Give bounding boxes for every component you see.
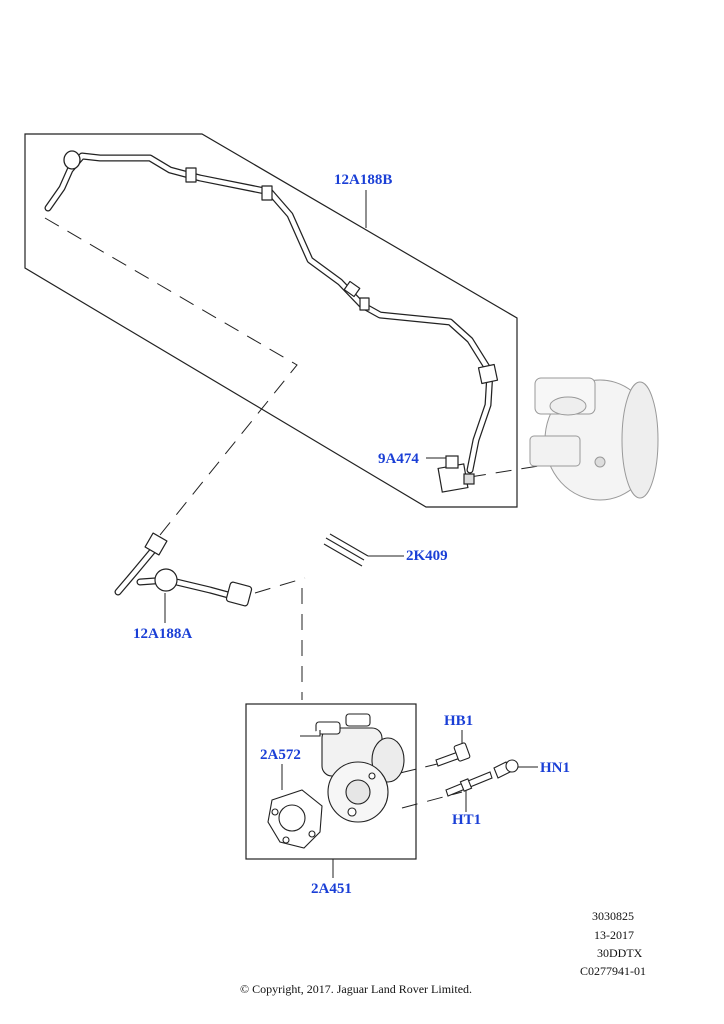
vacuum-pump-2A451 — [300, 713, 405, 823]
bolt-HB1 — [435, 742, 471, 767]
leader-lines — [164, 190, 538, 878]
callout-HB1[interactable]: HB1 — [444, 713, 474, 729]
callout-HN1[interactable]: HN1 — [540, 760, 570, 776]
callout-12A188A[interactable]: 12A188A — [133, 626, 193, 642]
callout-HT1[interactable]: HT1 — [452, 812, 482, 828]
reference-line-1: 3030825 — [592, 909, 634, 923]
hose-clip-2K409 — [323, 533, 369, 567]
vacuum-hose-12A188B — [44, 150, 499, 474]
stud-HT1 — [445, 771, 493, 797]
reference-line-2: 13-2017 — [594, 928, 634, 942]
callout-2K409[interactable]: 2K409 — [406, 548, 448, 564]
vacuum-hose-12A188A — [114, 532, 253, 607]
callout-2A451[interactable]: 2A451 — [311, 881, 352, 897]
callout-2A572[interactable]: 2A572 — [260, 747, 301, 763]
reference-line-4: C0277941-01 — [580, 964, 646, 978]
callout-9A474[interactable]: 9A474 — [378, 451, 419, 467]
upper-assembly-outline — [24, 133, 518, 508]
gasket-2A572 — [267, 789, 323, 849]
callout-12A188B[interactable]: 12A188B — [334, 172, 393, 188]
vacuum-sensor-9A474 — [437, 455, 475, 493]
nut-HN1 — [493, 759, 519, 779]
copyright-notice: © Copyright, 2017. Jaguar Land Rover Lim… — [239, 982, 473, 996]
vacuum-pump-assembly-box — [245, 703, 417, 860]
brake-booster — [529, 377, 659, 501]
reference-line-3: 30DDTX — [597, 946, 643, 960]
